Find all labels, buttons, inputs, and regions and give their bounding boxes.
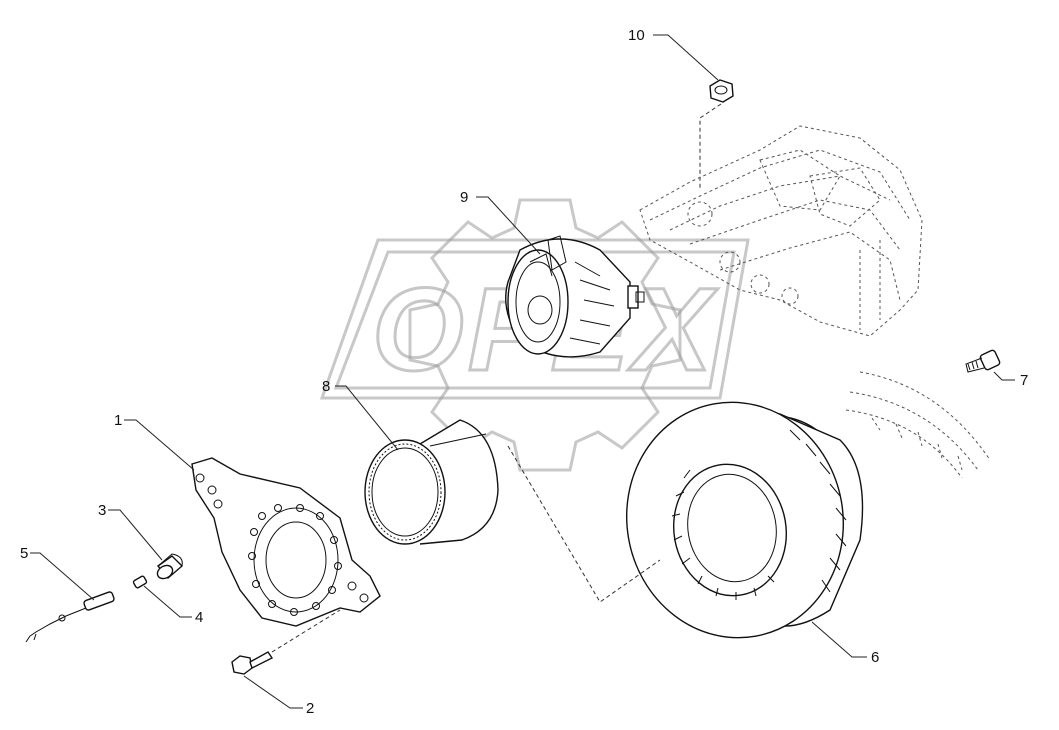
callout-2: 2 bbox=[306, 700, 314, 717]
tone-ring-part bbox=[364, 419, 499, 545]
callout-4: 4 bbox=[195, 609, 203, 626]
callout-labels: 10 9 7 8 1 3 5 4 6 2 bbox=[20, 27, 1028, 717]
disc-segment-ghost bbox=[845, 371, 991, 479]
pin-part bbox=[132, 575, 148, 589]
sleeve-part bbox=[156, 553, 184, 580]
watermark-frame bbox=[319, 238, 750, 400]
callout-8: 8 bbox=[322, 378, 330, 395]
caliper-ghost bbox=[639, 125, 923, 337]
sensor-part bbox=[25, 591, 115, 643]
brake-disc-part bbox=[625, 401, 864, 639]
leader-lines bbox=[30, 34, 1015, 709]
screw-part bbox=[965, 349, 1001, 373]
callout-7: 7 bbox=[1020, 372, 1028, 389]
bolt-part bbox=[231, 651, 274, 675]
bolt-assembly-line bbox=[271, 609, 341, 653]
bracket-part bbox=[191, 457, 381, 627]
callout-5: 5 bbox=[20, 545, 28, 562]
nut-part bbox=[709, 79, 734, 103]
brake-chamber-part bbox=[505, 235, 645, 358]
callout-1: 1 bbox=[114, 412, 122, 429]
callout-3: 3 bbox=[98, 502, 106, 519]
nut-assembly-line bbox=[699, 103, 722, 188]
callout-10: 10 bbox=[628, 27, 645, 44]
callout-9: 9 bbox=[460, 189, 468, 206]
callout-6: 6 bbox=[871, 649, 879, 666]
